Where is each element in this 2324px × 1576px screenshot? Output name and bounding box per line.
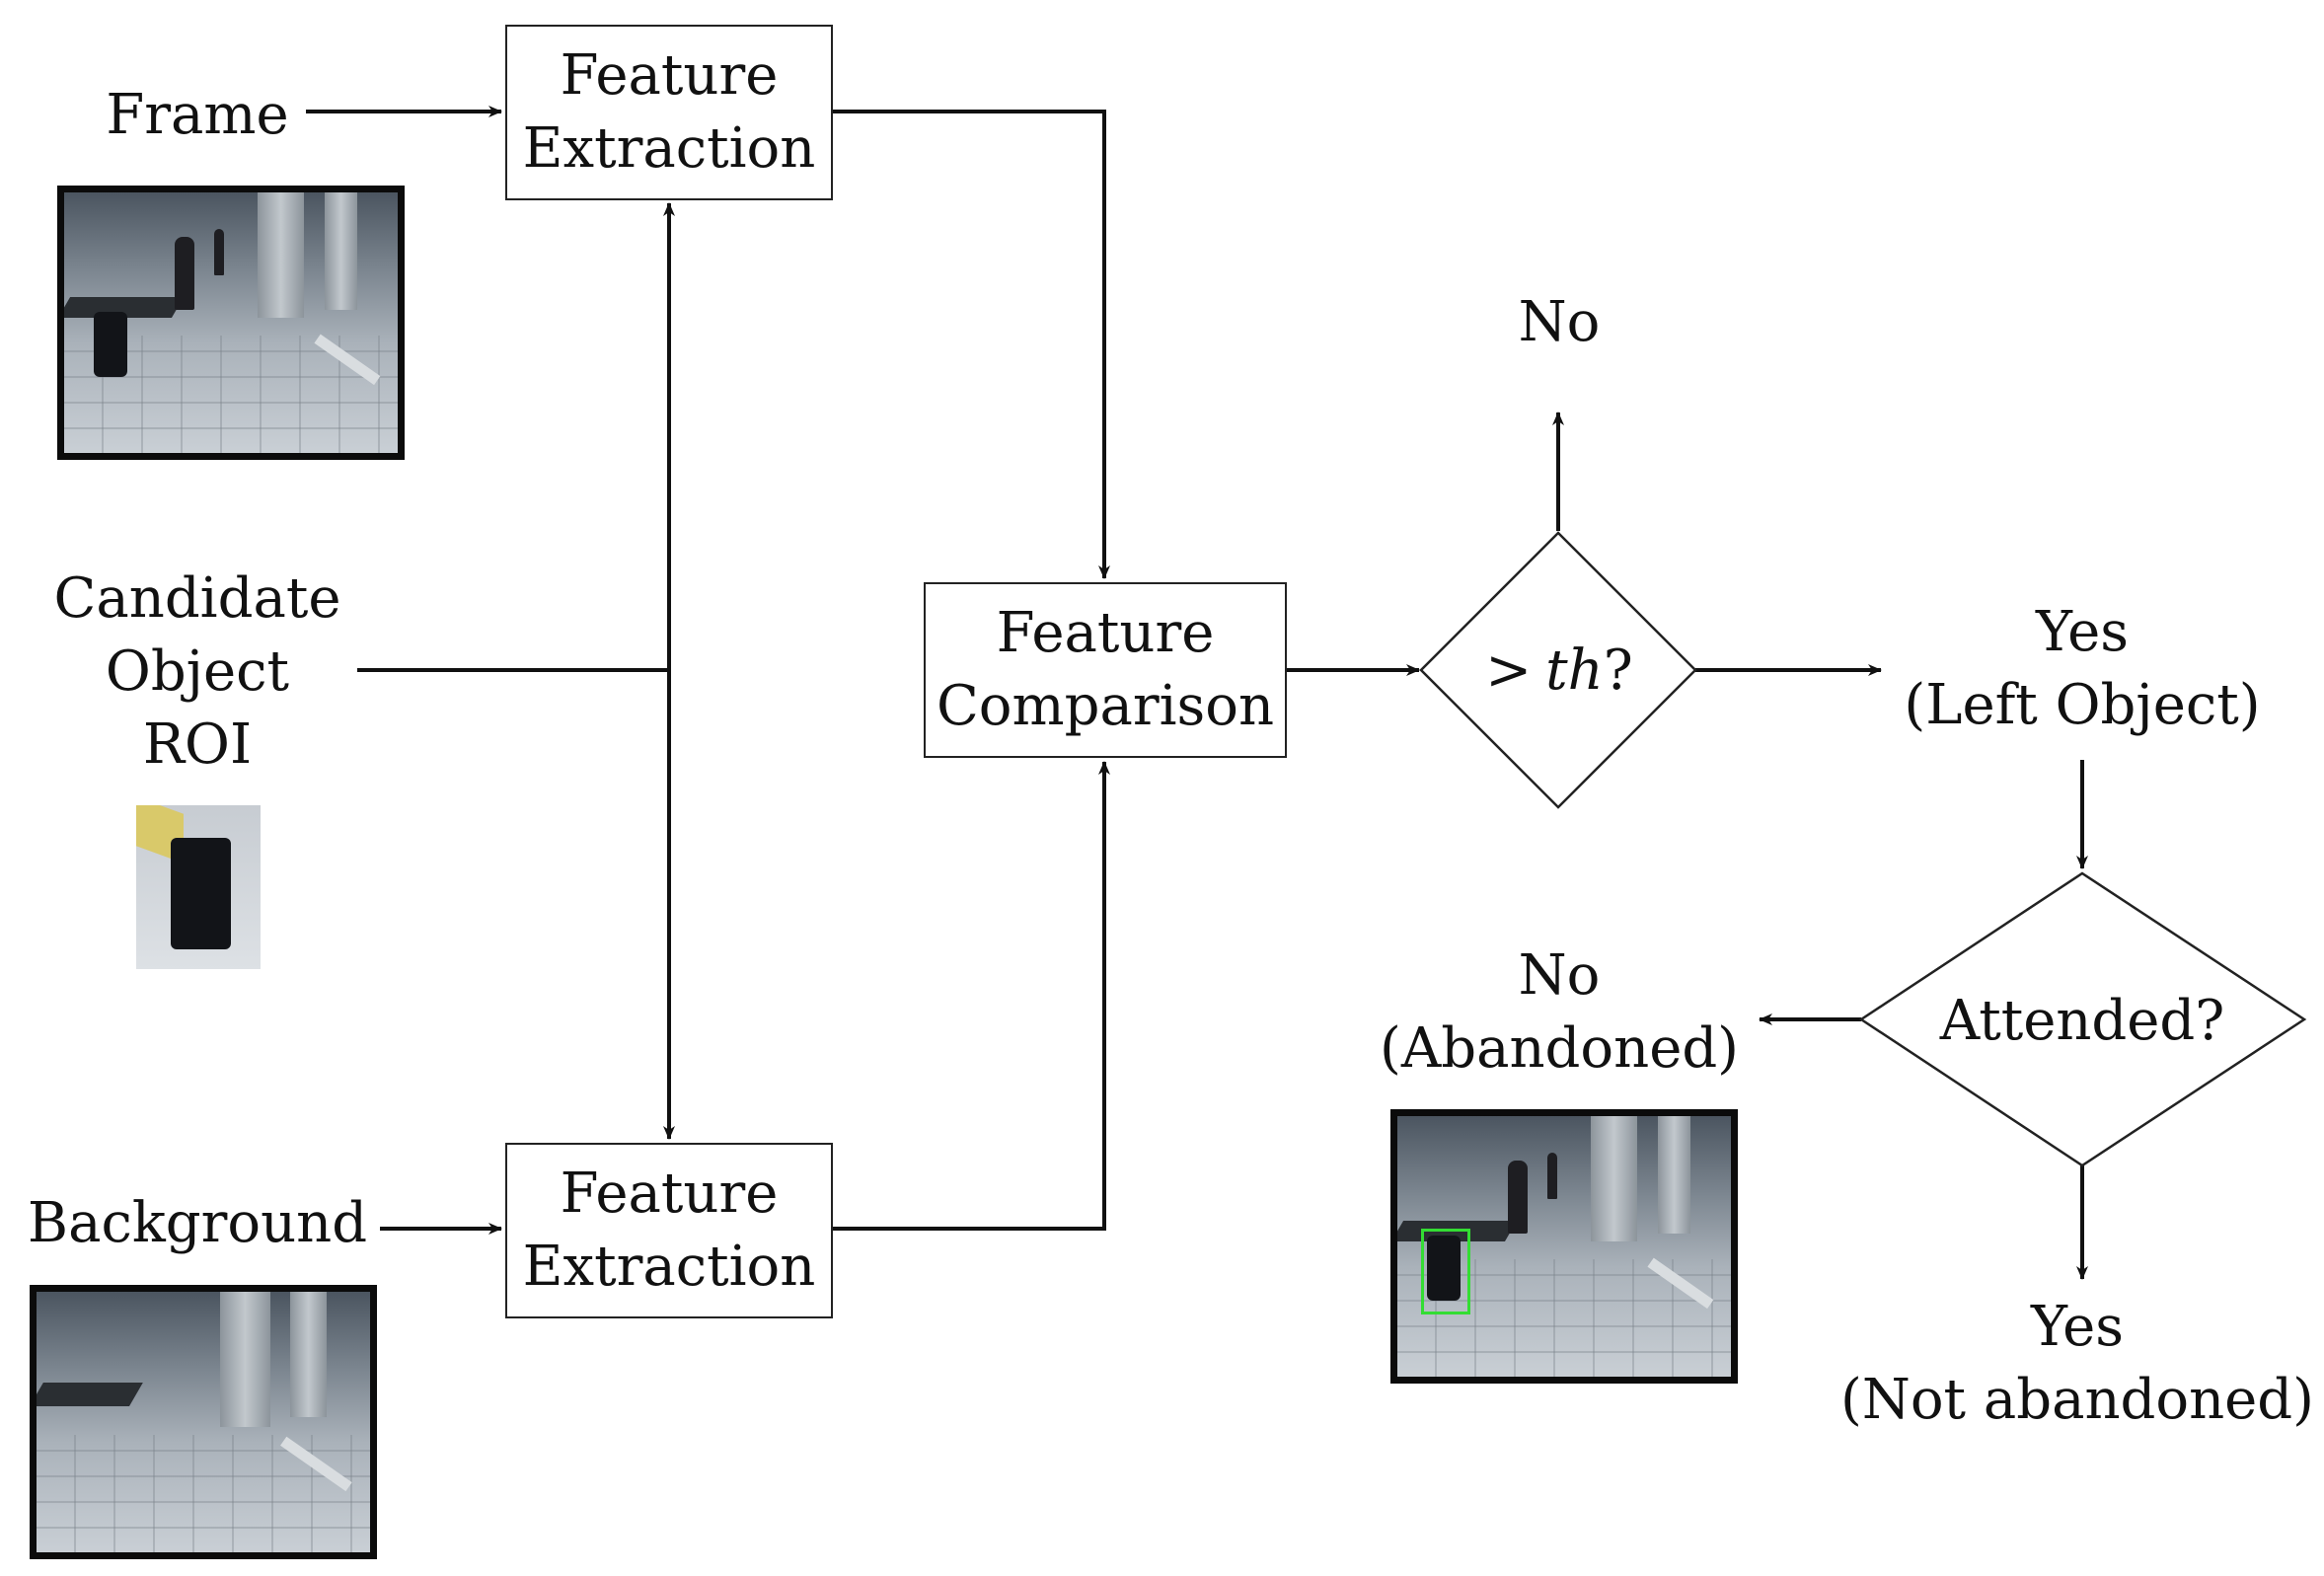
left-object-line2: (Left Object) — [1904, 673, 2261, 737]
feature-comparison-box: Feature Comparison — [924, 582, 1287, 758]
not-abandoned-line1: Yes — [2031, 1295, 2124, 1359]
luggage-crop-photo — [136, 805, 261, 969]
left-object-label: Yes (Left Object) — [1875, 596, 2289, 742]
frame-label: Frame — [79, 79, 316, 152]
attended-label: Attended? — [1905, 982, 2260, 1061]
arrow-bottom-extraction-to-comparison — [831, 761, 1110, 1231]
feature-extraction-bottom-line1: Feature — [560, 1162, 779, 1226]
detection-box — [1420, 1228, 1470, 1315]
threshold-diamond — [1419, 531, 1697, 809]
threshold-no-text: No — [1518, 290, 1601, 354]
abandoned-label: No (Abandoned) — [1362, 939, 1757, 1086]
candidate-label-line3: ROI — [142, 713, 253, 777]
candidate-label: Candidate Object ROI — [39, 563, 355, 782]
threshold-no-label: No — [1461, 286, 1658, 359]
not-abandoned-line2: (Not abandoned) — [1839, 1368, 2315, 1432]
frame-label-text: Frame — [106, 83, 289, 147]
empty-platform-photo — [30, 1285, 377, 1559]
arrow-top-extraction-to-comparison — [831, 110, 1110, 579]
abandoned-line1: No — [1518, 943, 1601, 1008]
threshold-label-suffix: ? — [1603, 638, 1633, 703]
not-abandoned-label: Yes (Not abandoned) — [1836, 1291, 2319, 1437]
feature-extraction-top-line2: Extraction — [522, 116, 816, 181]
threshold-label-var: th — [1545, 638, 1604, 703]
background-label: Background — [27, 1187, 368, 1260]
feature-comparison-line2: Comparison — [936, 674, 1275, 738]
detected-luggage-photo — [1390, 1109, 1738, 1384]
threshold-label-prefix: > — [1485, 638, 1533, 703]
feature-extraction-bottom-box: Feature Extraction — [505, 1143, 833, 1318]
feature-comparison-line1: Feature — [996, 601, 1215, 665]
left-object-line1: Yes — [2036, 600, 2129, 664]
feature-extraction-bottom-line2: Extraction — [522, 1235, 816, 1299]
attended-label-text: Attended? — [1939, 989, 2225, 1053]
subway-platform-photo — [57, 186, 405, 460]
feature-extraction-top-box: Feature Extraction — [505, 25, 833, 200]
candidate-label-line2: Object — [105, 639, 290, 704]
background-label-text: Background — [27, 1191, 368, 1255]
feature-extraction-top-line1: Feature — [560, 43, 779, 108]
threshold-label: > th ? — [1441, 632, 1678, 711]
candidate-label-line1: Candidate — [53, 566, 341, 631]
attended-diamond — [1858, 871, 2307, 1167]
abandoned-line2: (Abandoned) — [1379, 1016, 1740, 1081]
